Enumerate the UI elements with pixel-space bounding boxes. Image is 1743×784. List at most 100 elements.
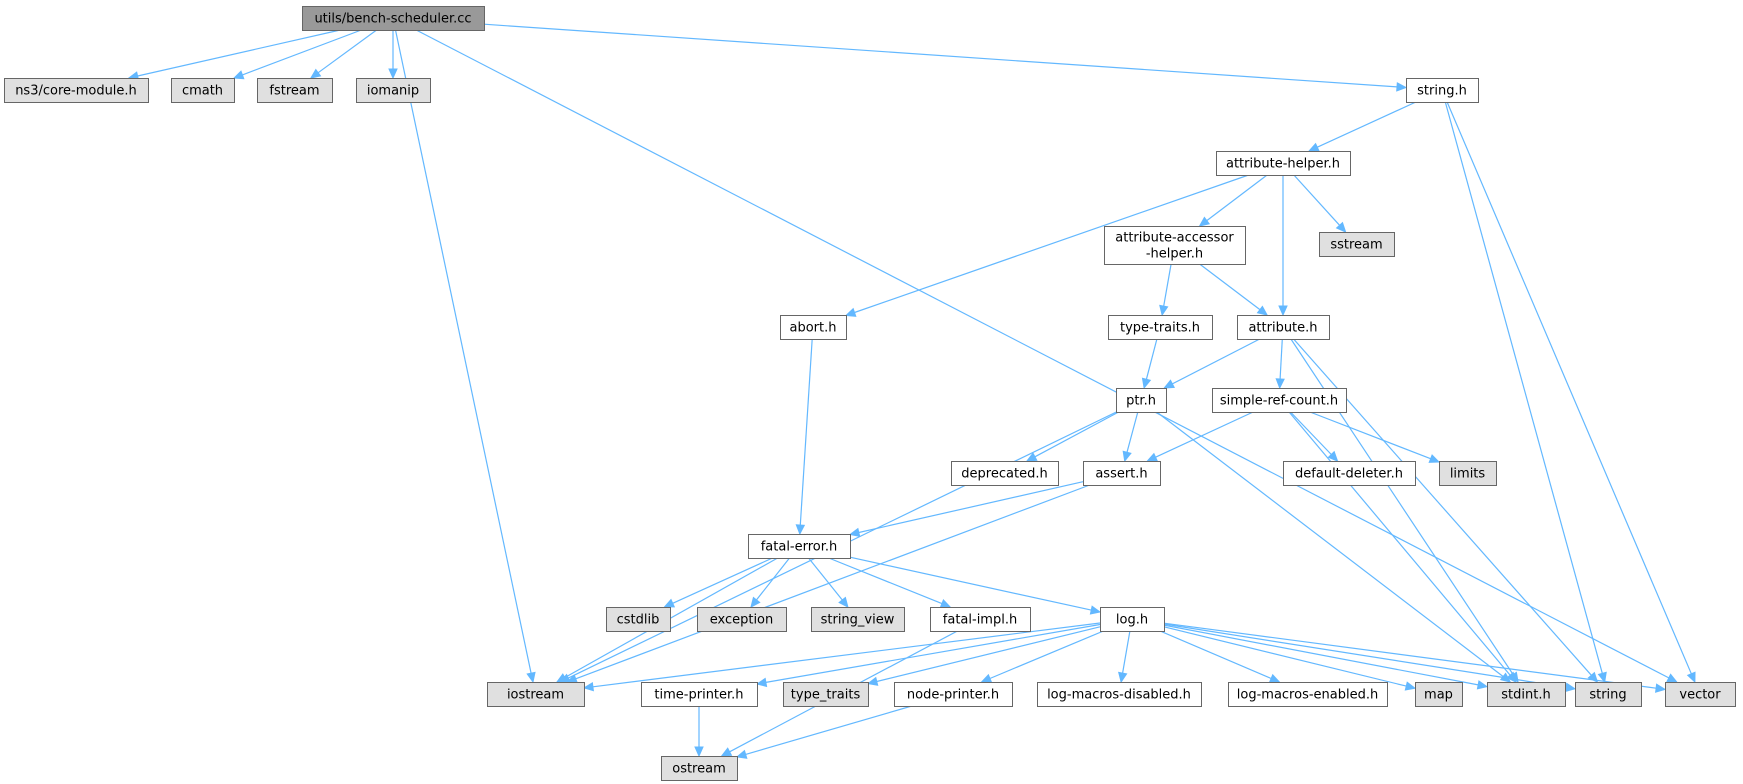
edge-ptr-to-deprecated bbox=[1025, 411, 1119, 462]
node-log[interactable]: log.h bbox=[1100, 607, 1165, 632]
node-stdint: stdint.h bbox=[1487, 682, 1566, 707]
node-attrhelper[interactable]: attribute-helper.h bbox=[1216, 151, 1351, 176]
node-label: string.h bbox=[1417, 84, 1467, 99]
edge-line bbox=[1155, 411, 1254, 458]
arrowhead-icon bbox=[939, 598, 952, 608]
edge-log-to-nodeprinter bbox=[980, 630, 1104, 683]
edge-line bbox=[242, 29, 362, 76]
arrowhead-icon bbox=[582, 681, 594, 692]
edge-ptr-to-assert bbox=[1122, 411, 1139, 463]
node-logmacrosenabled[interactable]: log-macros-enabled.h bbox=[1228, 682, 1388, 707]
edge-line bbox=[808, 557, 843, 601]
node-label: iomanip bbox=[367, 84, 419, 99]
edge-stringh-to-vector bbox=[1446, 101, 1696, 684]
node-label: default-deleter.h bbox=[1295, 467, 1403, 482]
node-label: utils/bench-scheduler.cc bbox=[314, 12, 471, 27]
arrowhead-icon bbox=[1159, 304, 1169, 317]
node-typetraitsh[interactable]: type-traits.h bbox=[1108, 315, 1213, 340]
node-box bbox=[1665, 682, 1736, 707]
node-box bbox=[356, 78, 431, 103]
node-label: exception bbox=[710, 613, 774, 628]
arrowhead-icon bbox=[1198, 216, 1211, 227]
node-label: vector bbox=[1679, 688, 1721, 703]
node-label: type_traits bbox=[791, 688, 861, 703]
node-ostream: ostream bbox=[661, 756, 738, 781]
node-box bbox=[302, 6, 485, 31]
edge-line bbox=[672, 557, 773, 604]
edge-bench-to-iostream bbox=[394, 29, 536, 684]
node-cstdlib: cstdlib bbox=[606, 607, 671, 632]
node-defaultdeleter[interactable]: default-deleter.h bbox=[1283, 461, 1416, 486]
arrowhead-icon bbox=[232, 70, 245, 80]
edge-log-to-iostream bbox=[582, 622, 1101, 692]
arrowhead-icon bbox=[1686, 671, 1696, 684]
node-box bbox=[641, 682, 758, 707]
node-bench[interactable]: utils/bench-scheduler.cc bbox=[302, 6, 485, 31]
node-typetraits: type_traits bbox=[783, 682, 869, 707]
node-assert[interactable]: assert.h bbox=[1083, 461, 1161, 486]
node-box bbox=[1439, 461, 1497, 486]
node-box bbox=[1319, 232, 1395, 257]
edge-line bbox=[564, 557, 778, 679]
node-exception: exception bbox=[697, 607, 787, 632]
node-box bbox=[487, 682, 585, 707]
edge-abort-to-fatalerror bbox=[795, 338, 813, 536]
arrowhead-icon bbox=[866, 676, 879, 686]
node-timeprinter[interactable]: time-printer.h bbox=[641, 682, 758, 707]
node-logmacrosdisabled[interactable]: log-macros-disabled.h bbox=[1037, 682, 1202, 707]
node-box bbox=[894, 682, 1013, 707]
arrowhead-icon bbox=[720, 747, 733, 757]
arrowhead-icon bbox=[1404, 681, 1417, 691]
node-stringh[interactable]: string.h bbox=[1406, 78, 1479, 103]
node-deprecated[interactable]: deprecated.h bbox=[951, 461, 1059, 486]
node-box bbox=[1406, 78, 1479, 103]
edge-line bbox=[137, 29, 341, 77]
arrowhead-icon bbox=[663, 598, 676, 608]
node-vector: vector bbox=[1665, 682, 1736, 707]
edge-bench-to-fstream bbox=[309, 29, 377, 79]
arrowhead-icon bbox=[1275, 378, 1285, 390]
node-iomanip: iomanip bbox=[356, 78, 431, 103]
edge-bench-to-ns3core bbox=[127, 29, 341, 81]
dependency-edges bbox=[127, 23, 1696, 759]
edge-line bbox=[1145, 338, 1158, 380]
node-label: fstream bbox=[269, 84, 319, 99]
edge-timeprinter-to-ostream bbox=[694, 706, 704, 758]
node-label: log.h bbox=[1116, 613, 1148, 628]
arrowhead-icon bbox=[309, 68, 322, 79]
edge-stringh-to-string bbox=[1444, 101, 1607, 684]
edge-line bbox=[1034, 411, 1119, 458]
node-label: attribute.h bbox=[1248, 321, 1317, 336]
arrowhead-icon bbox=[838, 596, 849, 608]
edge-line bbox=[1122, 630, 1131, 674]
node-fstream: fstream bbox=[257, 78, 333, 103]
node-box bbox=[697, 607, 787, 632]
node-simplerefcount[interactable]: simple-ref-count.h bbox=[1212, 388, 1347, 413]
node-box bbox=[930, 607, 1031, 632]
node-attribute[interactable]: attribute.h bbox=[1237, 315, 1330, 340]
node-abort[interactable]: abort.h bbox=[780, 315, 847, 340]
node-label: limits bbox=[1450, 467, 1486, 482]
edge-log-to-logmacrosenabled bbox=[1159, 630, 1281, 683]
node-nodeprinter[interactable]: node-printer.h bbox=[894, 682, 1013, 707]
edge-stringh-to-attrhelper bbox=[1307, 101, 1417, 152]
node-label: fatal-error.h bbox=[761, 540, 838, 555]
node-limits: limits bbox=[1439, 461, 1497, 486]
node-ptr[interactable]: ptr.h bbox=[1116, 388, 1167, 413]
arrowhead-icon bbox=[555, 673, 568, 683]
edge-line bbox=[1156, 411, 1504, 677]
arrowhead-icon bbox=[526, 671, 536, 684]
node-fatalimpl[interactable]: fatal-impl.h bbox=[930, 607, 1031, 632]
node-box bbox=[1037, 682, 1202, 707]
arrowhead-icon bbox=[755, 677, 768, 688]
node-attraccessor[interactable]: attribute-accessor-helper.h bbox=[1104, 226, 1246, 265]
node-label: time-printer.h bbox=[654, 688, 743, 703]
node-fatalerror[interactable]: fatal-error.h bbox=[748, 534, 851, 559]
edge-line bbox=[1159, 630, 1272, 680]
node-box bbox=[1108, 315, 1213, 340]
edge-log-to-stdint bbox=[1163, 624, 1489, 690]
edge-log-to-timeprinter bbox=[755, 623, 1101, 688]
node-label: simple-ref-count.h bbox=[1220, 394, 1338, 409]
edge-line bbox=[1279, 338, 1283, 380]
